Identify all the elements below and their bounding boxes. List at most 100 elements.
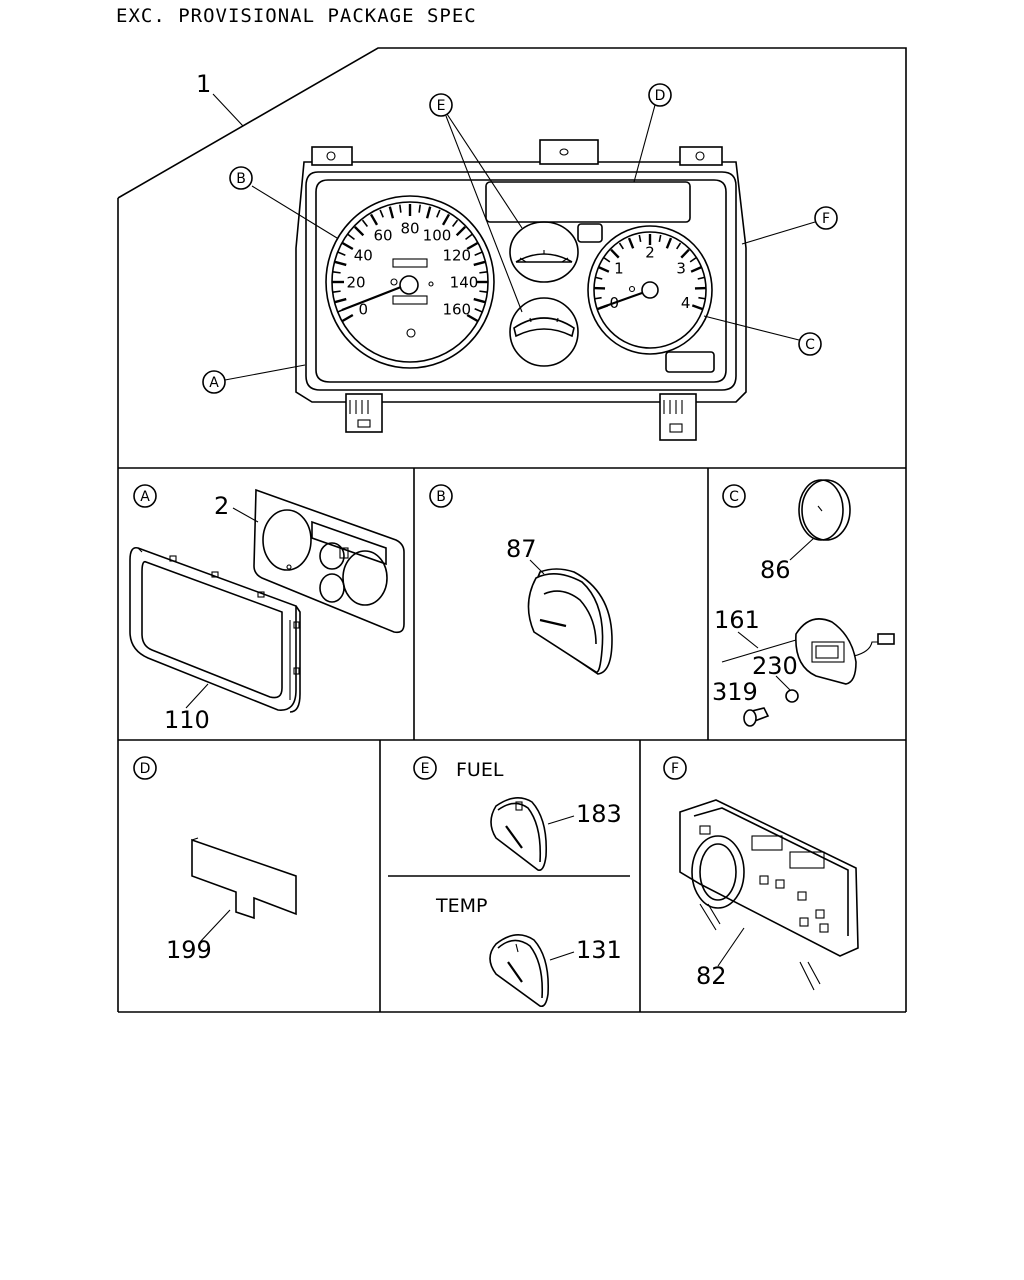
gauge-tick [388,206,395,219]
gauge-tick [473,297,486,304]
callout-a-main: A [202,364,306,394]
temp-label: TEMP [435,895,487,917]
part-number-183: 183 [576,800,622,828]
part-number-1: 1 [196,70,211,98]
gauge-tick [627,237,635,249]
tachometer-label-1: 1 [614,259,624,277]
callout-e-main: E [429,93,523,313]
gauge-tick [665,237,673,249]
detail-grid [117,468,907,1013]
part-number-110: 110 [164,706,210,734]
gauge-tick [658,234,662,243]
detail-b: B 87 [429,484,613,675]
gauge-tick [676,242,682,250]
part-number-230: 230 [752,652,798,680]
speedometer-label-80: 80 [400,219,419,237]
gauge-tick [341,313,354,323]
svg-text:F: F [671,761,679,777]
speedometer-label-120: 120 [442,246,471,264]
speedometer-label-20: 20 [346,273,365,291]
part-number-82: 82 [696,962,727,990]
svg-text:D: D [140,761,151,777]
gauge-tick [425,206,432,219]
callout-f-main: F [741,206,838,245]
speedometer-label-60: 60 [373,226,392,244]
gauge-tick [680,248,690,259]
part-number-199: 199 [166,936,212,964]
detail-e: E FUEL 183 TEMP 131 [388,756,630,1008]
gauge-tick [603,257,611,263]
gauge-tick [610,248,620,259]
gauge-tick [474,308,483,313]
tachometer-label-3: 3 [676,259,686,277]
diagram-title: EXC. PROVISIONAL PACKAGE SPEC [116,5,477,27]
gauge-tick [451,219,459,227]
part-number-319: 319 [712,678,758,706]
gauge-tick [595,276,603,280]
gauge-tick [466,241,479,251]
lower-small-gauge [509,297,579,367]
gauge-tick [473,260,486,267]
part-number-2: 2 [214,492,229,520]
svg-text:E: E [437,98,446,114]
upper-small-gauge [509,221,579,283]
svg-text:C: C [805,337,815,353]
gauge-tick [337,251,346,256]
gauge-tick [691,304,704,311]
gauge-tick [638,234,642,243]
speedometer-label-140: 140 [450,273,479,291]
fuel-label: FUEL [456,759,504,781]
detail-a: A 2 110 [129,484,405,734]
gauge-tick [379,209,384,218]
part-number-87: 87 [506,535,537,563]
callout-d-main: D [633,83,672,183]
part-number-161: 161 [714,606,760,634]
part-number-131: 131 [576,936,622,964]
gauge-tick [465,233,473,241]
gauge-tick [455,225,467,237]
svg-text:D: D [655,88,666,104]
gauge-tick [353,225,365,237]
gauge-tick [697,276,705,280]
speedometer-label-40: 40 [354,246,373,264]
detail-c: C 86 161 230 319 [712,479,895,727]
speedometer-label-160: 160 [442,300,471,318]
gauge-tick [436,209,441,218]
tachometer-label-4: 4 [681,294,691,312]
gauge-tick [347,233,355,241]
speedometer-label-100: 100 [423,226,452,244]
svg-text:A: A [140,489,150,505]
main-panel: 1 [117,47,907,469]
gauge-tick [479,290,488,293]
svg-text:F: F [822,211,830,227]
gauge-tick [479,271,488,274]
svg-text:B: B [436,489,446,505]
gauge-tick [690,266,702,273]
gauge-tick [369,213,379,226]
gauge-tick [332,290,341,293]
gauge-tick [334,297,347,304]
detail-f: F 82 [663,756,859,991]
gauge-tick [698,296,706,300]
gauge-tick [399,204,402,213]
gauge-tick [332,271,341,274]
svg-text:A: A [209,375,219,391]
gauge-tick [618,242,624,250]
tachometer-label-2: 2 [645,243,655,261]
gauge-tick [594,296,602,300]
gauge-tick [418,204,421,213]
gauge-tick [334,260,347,267]
gauge-tick [689,257,697,263]
svg-text:C: C [729,489,739,505]
part-number-86: 86 [760,556,791,584]
gauge-tick [466,313,479,323]
gauge-tick [441,213,451,226]
speedometer-label-0: 0 [358,300,368,318]
callout-b-main: B [229,166,338,239]
svg-text:E: E [421,761,430,777]
gauge-tick [598,266,610,273]
